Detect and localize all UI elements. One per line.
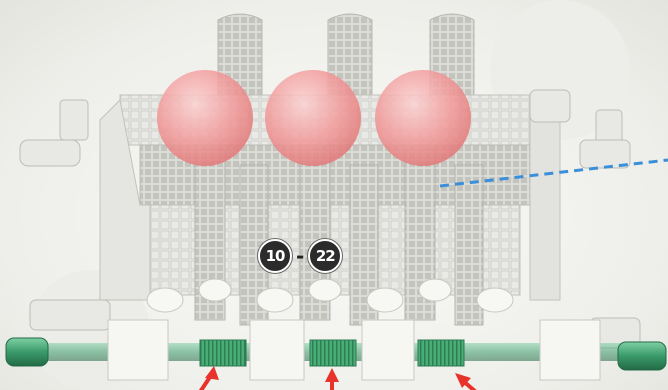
pointer-arrow [455,373,476,390]
step-from-badge: 10 [258,239,292,273]
pointer-arrow [325,368,339,390]
step-range-label: 10 - 22 [258,240,342,272]
step-range-separator: - [296,244,304,268]
pointer-arrow [200,366,219,390]
step-to-badge: 22 [308,239,342,273]
pointer-arrows [200,366,476,390]
red-balls [157,70,471,166]
